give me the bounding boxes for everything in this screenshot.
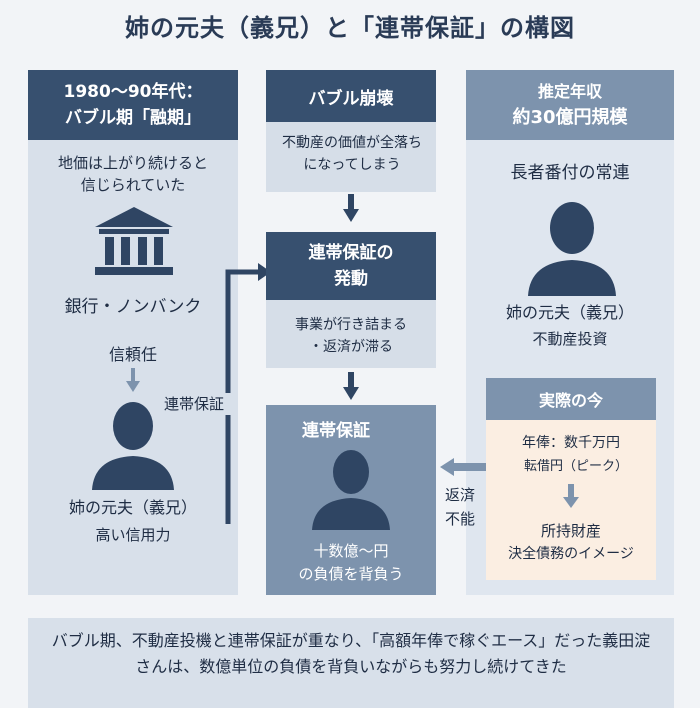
center-header-label: バブル崩壊 [308, 88, 394, 109]
person-icon-right [528, 202, 616, 296]
footer-box [28, 618, 674, 708]
trust-label: 信頼任 [108, 345, 157, 364]
arrow-down-1 [343, 194, 359, 222]
arrow-down-2 [343, 372, 359, 400]
person-icon-left [92, 402, 174, 490]
reality-header: 実際の今 [486, 378, 656, 420]
bank-label: 銀行・ノンバンク [64, 297, 202, 317]
left-header-line2: バブル期「融期」 [65, 108, 201, 128]
annual-line2: 転借円（ピーク） [523, 459, 628, 474]
repay-label-2: 不能 [444, 510, 475, 528]
center-header: バブル崩壊 [266, 70, 436, 122]
guarantee-connector [225, 263, 271, 524]
right-header-line1: 推定年収 [537, 82, 602, 101]
debt-header: 連帯保証 [302, 421, 370, 441]
left-panel [28, 70, 238, 595]
right-label: 長者番付の常連 [510, 163, 630, 183]
repay-arrow [440, 458, 486, 476]
right-person-name: 姉の元夫（義兄） [505, 303, 634, 322]
right-person-desc: 不動産投資 [532, 330, 608, 348]
right-header-line2: 約30億円規模 [512, 107, 628, 128]
activation-line1: 連帯保証の [308, 243, 394, 263]
page-title: 姉の元夫（義兄）と「連帯保証」の構図 [125, 14, 575, 42]
activation-line2: 発動 [334, 269, 368, 289]
right-header: 推定年収 約30億円規模 [466, 70, 674, 140]
result-line2: 決全債務のイメージ [508, 546, 634, 562]
execution-box [266, 300, 436, 368]
guarantee-activation-box: 連帯保証の 発動 [266, 232, 436, 300]
left-person-desc: 高い信用力 [95, 526, 171, 544]
arrow-down-3 [563, 484, 579, 508]
left-header-line1: 1980〜90年代： [63, 82, 203, 102]
person-icon-center [312, 450, 390, 530]
footer-text: バブル期、不動産投機と連帯保証が重なり、「高額年俸で稼ぐエース」だった義田淀さん… [51, 631, 651, 676]
left-person-name: 姉の元夫（義兄） [68, 498, 197, 517]
result-line1: 所持財産 [540, 522, 601, 540]
debt-line1: 十数億〜円 [313, 542, 389, 560]
belief-text: 地価は上がり続けると信じられていた [58, 154, 209, 194]
bank-icon [95, 207, 173, 275]
execution-line1: 事業が行き詰まる [295, 317, 407, 333]
annual-line1: 年俸：数千万円 [522, 435, 620, 451]
collapse-text: 不動産の価値が全落ちになってしまう [282, 135, 422, 173]
left-header: 1980〜90年代： バブル期「融期」 [28, 70, 238, 140]
repay-label-1: 返済 [444, 486, 475, 504]
execution-line2: ・返済が滞る [309, 339, 393, 355]
collapse-box [266, 122, 436, 192]
trust-arrow [126, 368, 140, 392]
guarantee-label: 連帯保証 [154, 393, 234, 415]
reality-header-label: 実際の今 [538, 391, 603, 410]
debt-line2: の負債を背負う [298, 565, 404, 583]
